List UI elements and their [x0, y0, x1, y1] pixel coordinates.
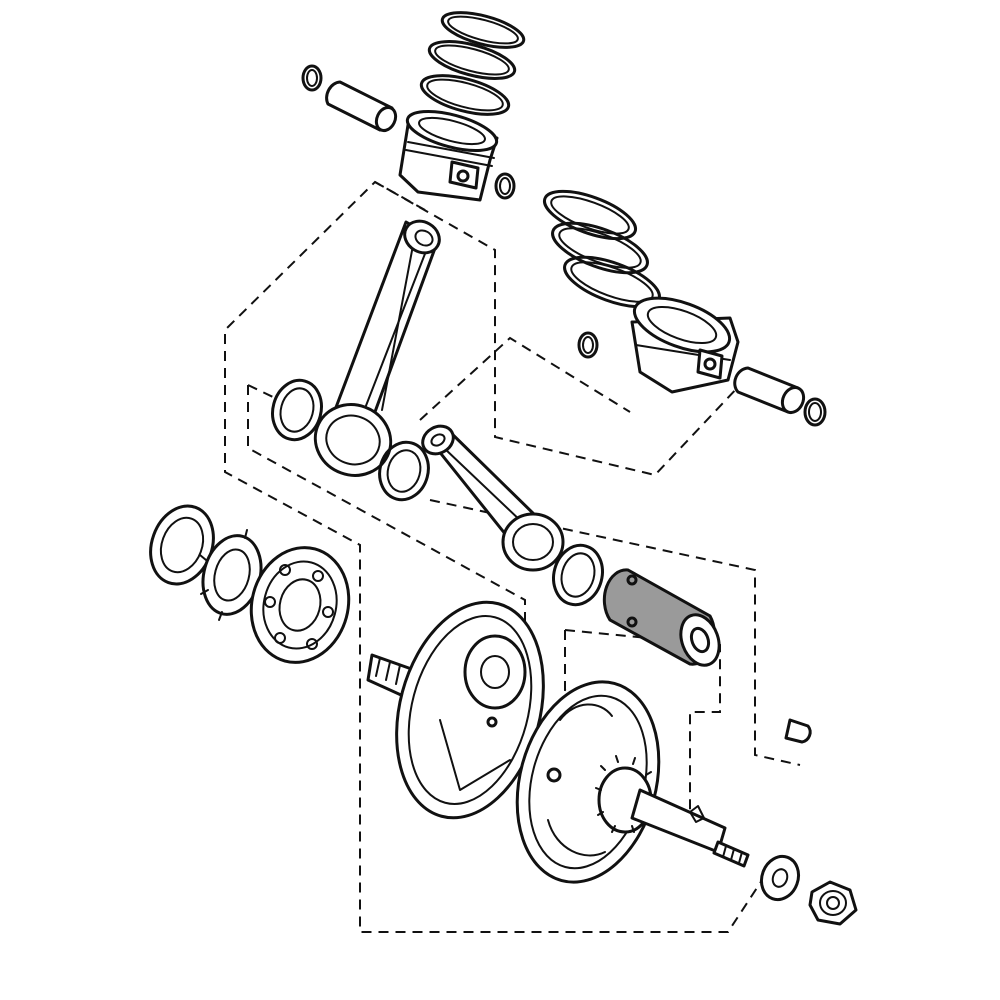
thrust-washer-rear — [552, 543, 604, 607]
piston-pin-front — [325, 80, 398, 133]
main-bearing — [249, 546, 351, 664]
piston-pin-rear — [733, 366, 806, 415]
piston-front — [398, 109, 499, 202]
crankshaft-right-half — [515, 680, 750, 884]
piston-clip-rear-left — [577, 331, 599, 359]
piston-clip-front-right — [494, 172, 516, 200]
piston-rear — [630, 296, 740, 394]
connecting-rod-front — [313, 219, 441, 477]
crankpin — [602, 568, 721, 667]
flange-nut — [808, 880, 858, 926]
piston-clip-rear-right — [803, 397, 827, 427]
thrust-washer-front-b — [378, 440, 430, 502]
piston-clip-front-left — [301, 64, 323, 92]
connecting-rod-rear — [421, 424, 565, 572]
piston-rings-front — [419, 11, 526, 116]
woodruff-key — [784, 718, 812, 744]
washer — [759, 854, 801, 902]
crankshaft-left-half — [366, 600, 545, 820]
piston-rings-rear — [542, 189, 661, 309]
thrust-washer-front-a — [271, 378, 323, 442]
